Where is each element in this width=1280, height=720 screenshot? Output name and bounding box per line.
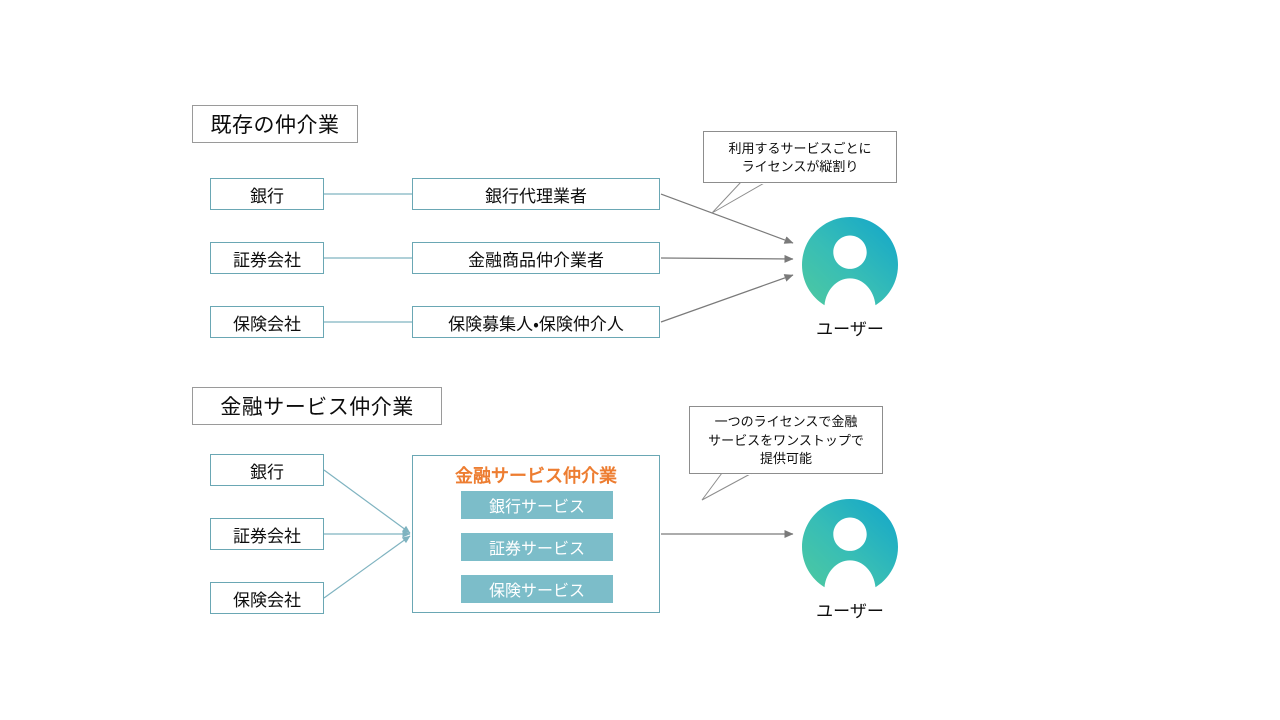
new-source-box-securities[interactable]: 証券会社 bbox=[210, 518, 324, 550]
user-avatar-icon bbox=[802, 499, 898, 588]
existing-intermediary-box-financial-products-broker[interactable]: 金融商品仲介業者 bbox=[412, 242, 660, 274]
existing-intermediary-box-insurance-agent[interactable]: 保険募集人・保険仲介人 bbox=[412, 306, 660, 338]
hub-title: 金融サービス仲介業 bbox=[455, 466, 617, 486]
callout-new-one-stop: 一つのライセンスで金融 サービスをワンストップで 提供可能 bbox=[689, 406, 883, 474]
existing-user-arrows bbox=[660, 193, 794, 323]
callout-existing-license-silos: 利用するサービスごとに ライセンスが縦割り bbox=[703, 131, 897, 183]
existing-intermediary-box-bank-agent[interactable]: 銀行代理業者 bbox=[412, 178, 660, 210]
callout-bottom-tail bbox=[701, 472, 753, 501]
existing-user-group: ユーザー bbox=[800, 215, 900, 340]
new-source-box-insurance[interactable]: 保険会社 bbox=[210, 582, 324, 614]
user-avatar-icon bbox=[802, 217, 898, 306]
new-user-label: ユーザー bbox=[816, 602, 884, 621]
section-heading-new-scheme: 金融サービス仲介業 bbox=[192, 387, 442, 425]
new-source-links bbox=[323, 469, 411, 599]
financial-service-intermediary-hub[interactable]: 金融サービス仲介業 銀行サービス 証券サービス 保険サービス bbox=[412, 455, 660, 613]
existing-source-box-bank[interactable]: 銀行 bbox=[210, 178, 324, 210]
hub-service-insurance[interactable]: 保険サービス bbox=[461, 575, 613, 603]
section-heading-existing: 既存の仲介業 bbox=[192, 105, 358, 143]
callout-top-tail bbox=[711, 181, 768, 214]
new-user-group: ユーザー bbox=[800, 497, 900, 622]
new-source-box-bank[interactable]: 銀行 bbox=[210, 454, 324, 486]
existing-user-label: ユーザー bbox=[816, 320, 884, 339]
hub-service-securities[interactable]: 証券サービス bbox=[461, 533, 613, 561]
existing-source-box-insurance[interactable]: 保険会社 bbox=[210, 306, 324, 338]
hub-service-bank[interactable]: 銀行サービス bbox=[461, 491, 613, 519]
existing-source-links bbox=[324, 193, 412, 323]
existing-source-box-securities[interactable]: 証券会社 bbox=[210, 242, 324, 274]
